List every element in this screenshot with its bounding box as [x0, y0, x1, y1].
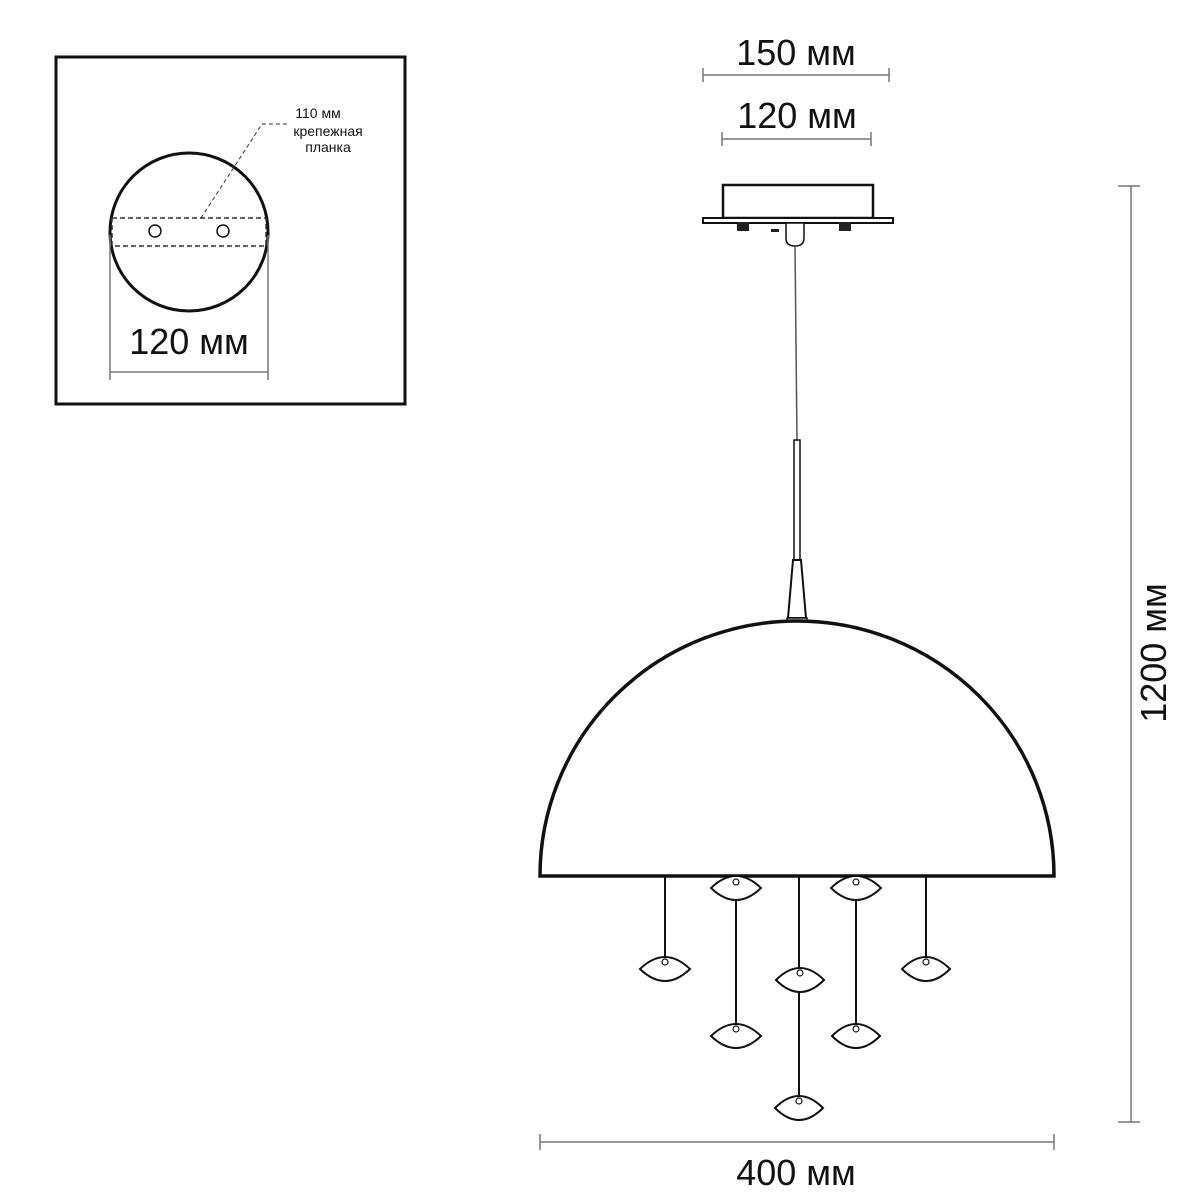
mounting-hole-right — [216, 224, 230, 238]
canopy-outer-width-label: 150 мм — [736, 32, 856, 73]
mounting-note-line3: планка — [305, 139, 351, 155]
canopy-dimensions: 150 мм 120 мм — [702, 32, 890, 146]
hanging-crystals — [638, 875, 952, 1121]
inset-canopy-width-label: 120 мм — [129, 321, 249, 362]
drop-eyelet — [732, 878, 740, 886]
total-height-label: 1200 мм — [1133, 583, 1174, 723]
mounting-bar — [111, 217, 267, 247]
canopy-mark — [771, 229, 779, 232]
suspension-cable — [794, 245, 798, 441]
mounting-hole-left — [148, 224, 162, 238]
canopy-top-view-inset: 110 мм крепежная планка 120 мм — [54, 55, 407, 406]
canopy-body — [721, 183, 875, 220]
cable-grip — [785, 222, 805, 247]
crystal-drop — [773, 1095, 825, 1121]
diameter-dimension: 400 мм — [539, 1134, 1055, 1193]
crystal-drop — [709, 1023, 763, 1049]
shade-diameter-label: 400 мм — [736, 1152, 856, 1193]
drop-eyelet — [922, 958, 930, 966]
canopy-inner-width-label: 120 мм — [737, 95, 857, 136]
drop-eyelet — [732, 1025, 740, 1033]
inset-frame — [54, 55, 407, 406]
crystal-drop — [774, 967, 826, 993]
drop-eyelet — [852, 1025, 860, 1033]
crystal-drop — [638, 956, 692, 982]
crystal-drop — [829, 875, 883, 901]
cable-sleeve — [793, 439, 801, 561]
canopy-screw-right — [839, 222, 851, 231]
canopy-screw-left — [737, 222, 749, 231]
height-dimension: 1200 мм — [1118, 185, 1174, 1123]
crystal-drop — [830, 1023, 882, 1049]
drop-eyelet — [661, 958, 669, 966]
canopy-side-view — [702, 183, 894, 247]
shade-connector — [786, 559, 808, 619]
mounting-note-leader — [200, 123, 290, 219]
drop-eyelet — [795, 1097, 803, 1105]
canopy-circle — [108, 151, 270, 313]
dome-shade — [538, 619, 1056, 878]
crystal-drop — [900, 956, 952, 982]
drop-eyelet — [796, 969, 804, 977]
mounting-note-line1: 110 мм — [295, 105, 340, 121]
crystal-drop — [709, 875, 763, 901]
drop-eyelet — [852, 878, 860, 886]
mounting-note-line2: крепежная — [293, 123, 362, 139]
